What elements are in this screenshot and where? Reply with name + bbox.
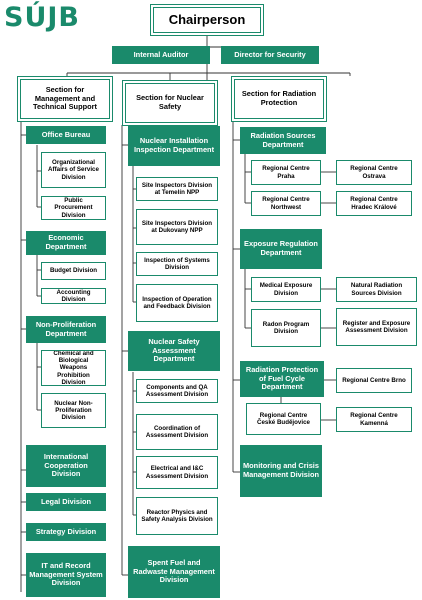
section-management: Section for Management and Technical Sup… <box>17 76 113 122</box>
temelin-site-inspectors-division: Site Inspectors Division at Temelín NPP <box>136 177 218 201</box>
coordination-of-assessment-division: Coordination of Assessment Division <box>136 414 218 450</box>
org-affairs-division: Organizational Affairs of Service Divisi… <box>41 152 106 188</box>
regional-centre-praha: Regional Centre Praha <box>251 160 321 185</box>
electrical-ic-division: Electrical and I&C Assessment Division <box>136 456 218 489</box>
radiation-sources-department: Radiation Sources Department <box>240 127 326 154</box>
chairperson-box: Chairperson <box>150 4 264 36</box>
chemical-weapons-division: Chemical and Biological Weapons Prohibit… <box>41 350 106 386</box>
regional-centre-kamenna: Regional Centre Kamenná <box>336 407 412 432</box>
nuclear-non-proliferation-division: Nuclear Non-Proliferation Division <box>41 393 106 428</box>
section-nuclear-safety: Section for Nuclear Safety <box>122 80 218 126</box>
public-procurement-division: Public Procurement Division <box>41 196 106 220</box>
regional-centre-brno: Regional Centre Brno <box>336 368 412 393</box>
spent-fuel-radwaste-division: Spent Fuel and Radwaste Management Divis… <box>128 546 220 598</box>
natural-radiation-sources-division: Natural Radiation Sources Division <box>336 277 417 302</box>
it-record-management-division: IT and Record Management System Division <box>26 553 106 597</box>
internal-auditor-box: Internal Auditor <box>112 46 210 64</box>
regional-centre-northwest: Regional Centre Northwest <box>251 191 321 216</box>
regional-centre-ostrava: Regional Centre Ostrava <box>336 160 412 185</box>
office-bureau-box: Office Bureau <box>26 126 106 144</box>
legal-division: Legal Division <box>26 493 106 511</box>
radon-program-division: Radon Program Division <box>251 309 321 347</box>
reactor-physics-division: Reactor Physics and Safety Analysis Divi… <box>136 497 218 535</box>
register-exposure-assessment-division: Register and Exposure Assessment Divisio… <box>336 308 417 346</box>
exposure-regulation-department: Exposure Regulation Department <box>240 229 322 269</box>
fuel-cycle-protection-department: Radiation Protection of Fuel Cycle Depar… <box>240 361 324 397</box>
sujb-logo: SÚJB <box>4 2 80 33</box>
regional-centre-ceske-budejovice: Regional Centre České Budějovice <box>246 403 321 435</box>
section-radiation-protection: Section for Radiation Protection <box>231 76 327 122</box>
accounting-division: Accounting Division <box>41 288 106 304</box>
budget-division: Budget Division <box>41 262 106 280</box>
economic-department: Economic Department <box>26 231 106 255</box>
nuclear-safety-assessment-department: Nuclear Safety Assessment Department <box>128 331 220 371</box>
strategy-division: Strategy Division <box>26 523 106 541</box>
inspection-of-operation-division: Inspection of Operation and Feedback Div… <box>136 284 218 322</box>
inspection-of-systems-division: Inspection of Systems Division <box>136 252 218 276</box>
intl-cooperation-division: International Cooperation Division <box>26 445 106 487</box>
medical-exposure-division: Medical Exposure Division <box>251 277 321 302</box>
director-security-box: Director for Security <box>221 46 319 64</box>
dukovany-site-inspectors-division: Site Inspectors Division at Dukovany NPP <box>136 209 218 245</box>
monitoring-crisis-management-division: Monitoring and Crisis Management Divisio… <box>240 445 322 497</box>
nuclear-installation-inspection-department: Nuclear Installation Inspection Departme… <box>128 126 220 166</box>
regional-centre-hradec-kralove: Regional Centre Hradec Králové <box>336 191 412 216</box>
components-qa-division: Components and QA Assessment Division <box>136 379 218 403</box>
non-proliferation-department: Non-Proliferation Department <box>26 316 106 343</box>
